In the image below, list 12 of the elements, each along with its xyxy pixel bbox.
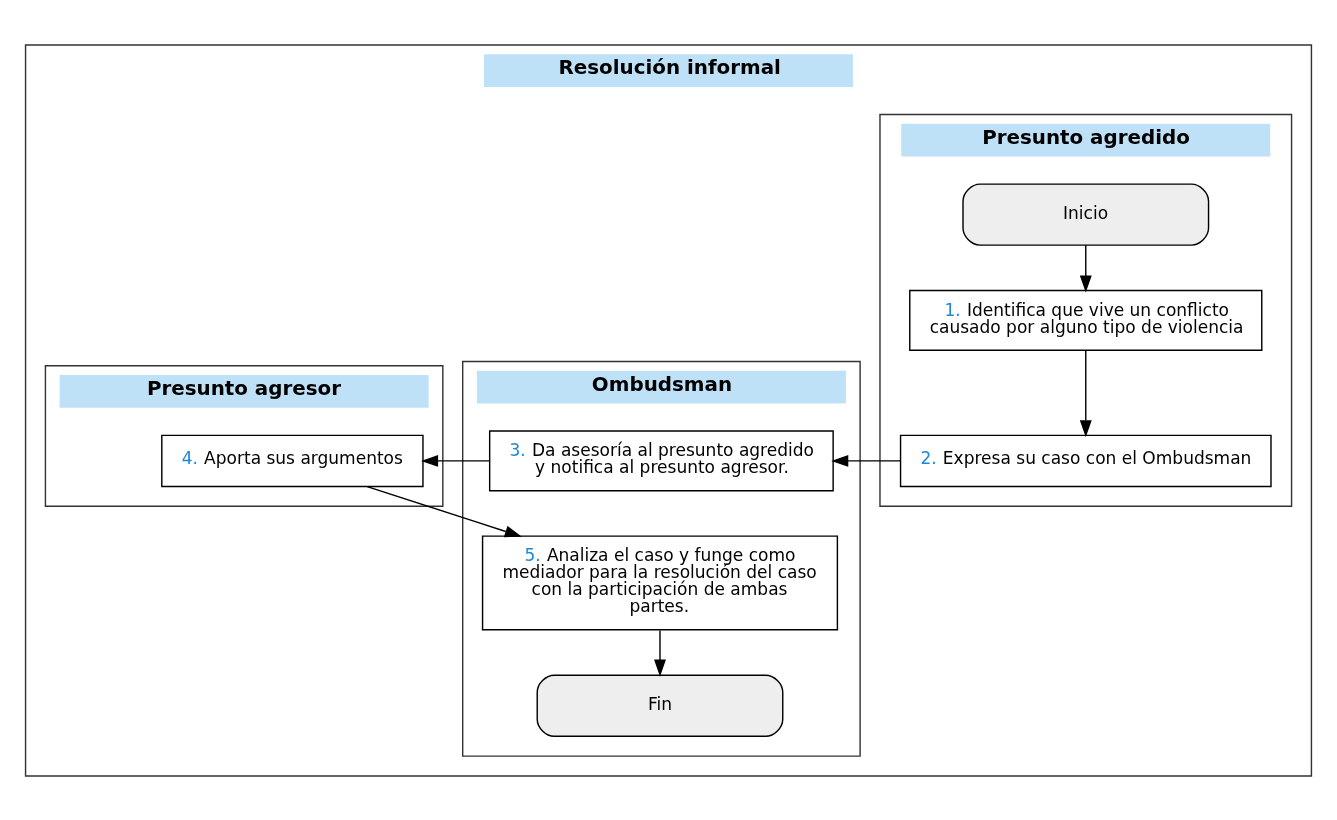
node-box: Fin xyxy=(536,674,784,737)
node-box: Inicio xyxy=(962,182,1210,246)
arrow xyxy=(1079,349,1092,437)
arrow xyxy=(831,454,902,467)
node-box: 4. Aporta sus argumentos xyxy=(161,434,424,487)
node-box: 1. Identifica que vive un conflicto causado por alguno tipo de violencia xyxy=(909,289,1263,351)
arrow xyxy=(421,454,490,467)
node-box: 5. Analiza el caso y funge como mediador para la resolución del caso con la participación de ambas partes. xyxy=(481,534,839,630)
arrow xyxy=(1079,244,1092,293)
arrow xyxy=(654,629,666,677)
node-box: 2. Expresa su caso con el Ombudsman xyxy=(899,434,1272,487)
node-box: 3. Da asesoría al presunto agredido y notifica al presunto agresor. xyxy=(488,429,834,491)
